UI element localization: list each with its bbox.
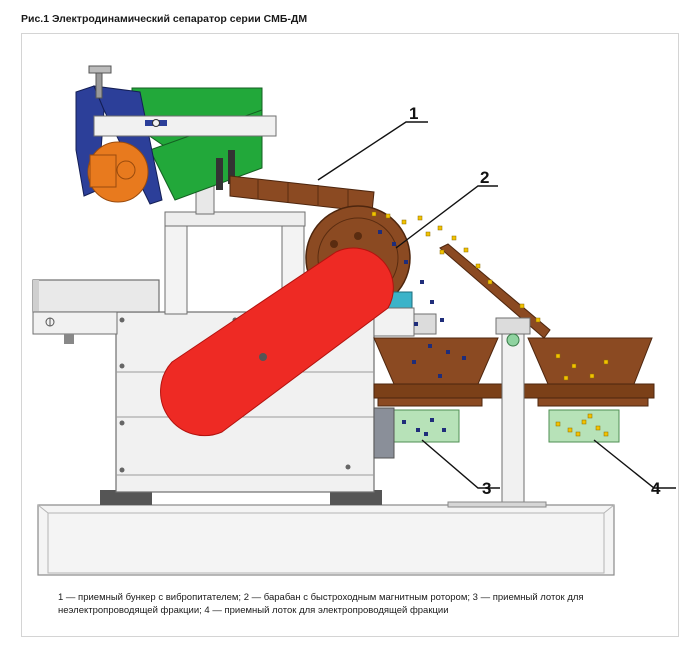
callout-4: 4 [651,479,661,498]
drive-block [373,407,395,459]
center-post [447,317,547,508]
control-box [32,279,160,344]
foot-left [100,490,152,505]
callout-leaders [317,121,676,489]
figure-title: Рис.1 Электродинамический сепаратор сери… [21,13,308,25]
callout-2: 2 [480,168,489,187]
base-table [37,504,615,576]
particles-navy [378,230,466,436]
figure-caption: 1 — приемный бункер с вибропитателем; 2 … [58,592,584,616]
vibrofeeder [75,65,277,205]
foot-right [330,490,382,505]
red-arm [160,247,394,437]
callout-3: 3 [482,479,491,498]
deflector-plate [439,243,551,339]
figure-frame [21,33,679,637]
tray-nonconductive [392,409,460,443]
callout-1: 1 [409,104,418,123]
tray-conductive [548,409,620,443]
particles-gold [371,211,609,437]
